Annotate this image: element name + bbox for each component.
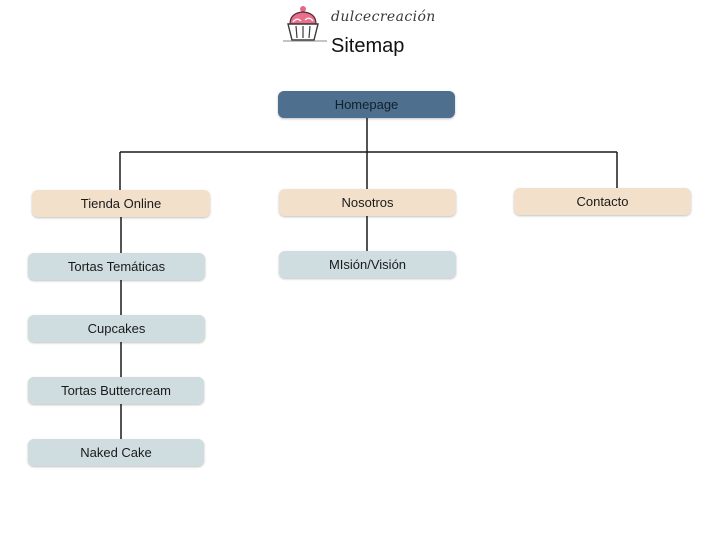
node-mision-vision[interactable]: MIsión/Visión <box>279 251 456 278</box>
node-tortas-buttercream[interactable]: Tortas Buttercream <box>28 377 204 404</box>
node-label: Tienda Online <box>80 196 162 211</box>
node-label: Naked Cake <box>80 445 152 460</box>
node-cupcakes[interactable]: Cupcakes <box>28 315 205 342</box>
node-nosotros[interactable]: Nosotros <box>279 189 456 216</box>
node-homepage[interactable]: Homepage <box>278 91 455 118</box>
node-label: Contacto <box>576 194 629 209</box>
node-label: Cupcakes <box>87 321 146 336</box>
node-tienda-online[interactable]: Tienda Online <box>32 190 210 217</box>
node-contacto[interactable]: Contacto <box>514 188 691 215</box>
brand-name: dulcecreación <box>331 9 436 25</box>
node-label: MIsión/Visión <box>328 257 407 272</box>
node-label: Nosotros <box>341 195 394 210</box>
node-naked-cake[interactable]: Naked Cake <box>28 439 204 466</box>
node-label: Homepage <box>334 97 399 112</box>
node-tortas-tematicas[interactable]: Tortas Temáticas <box>28 253 205 280</box>
node-label: Tortas Temáticas <box>67 259 166 274</box>
cupcake-logo-icon <box>283 6 327 42</box>
node-label: Tortas Buttercream <box>61 383 171 398</box>
page-title: Sitemap <box>331 35 405 57</box>
brand-logo: dulcecreación <box>281 4 441 44</box>
